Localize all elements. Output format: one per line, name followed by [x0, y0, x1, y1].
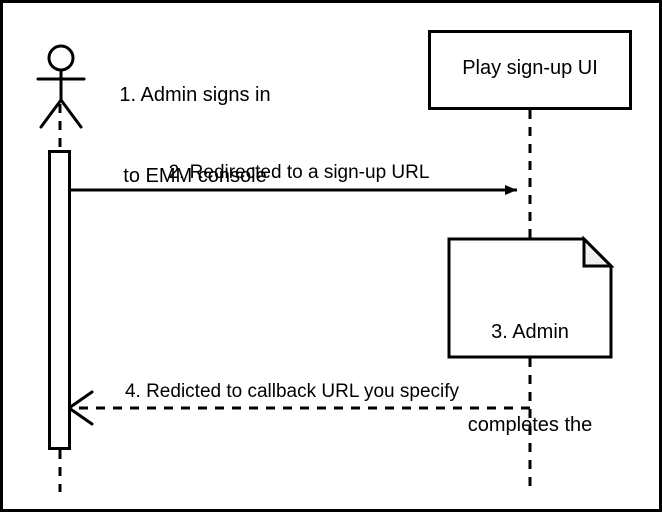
participant-box-play-signup-ui[interactable]: [428, 30, 632, 110]
participant-label-play-signup-ui: Play sign-up UI: [462, 57, 598, 79]
actor-admin-icon: [36, 44, 86, 129]
note-step3-fold-icon: [582, 235, 615, 268]
annotation-step1-line2: to EMM console: [123, 165, 267, 187]
note-step3: [447, 235, 615, 359]
message-label-step4: 4. Redicted to callback URL you specify: [124, 381, 460, 402]
note-step3-line3: sign-up form: [468, 503, 593, 512]
note-step3-body: [447, 237, 613, 359]
annotation-step1-line1: 1. Admin signs in: [119, 84, 271, 106]
actor-left-leg-line: [39, 98, 63, 129]
note-step3-line1: 3. Admin: [491, 321, 569, 343]
activation-bar-admin: [48, 150, 71, 450]
note-step3-text: 3. Admin completes the sign-up form: [468, 255, 593, 512]
annotation-step1: 1. Admin signs in to EMM console: [119, 28, 270, 244]
actor-right-leg-line: [59, 98, 83, 129]
message-label-step2: 2. Redirected to a sign-up URL: [168, 162, 430, 183]
note-step3-line2: completes the: [467, 414, 593, 436]
